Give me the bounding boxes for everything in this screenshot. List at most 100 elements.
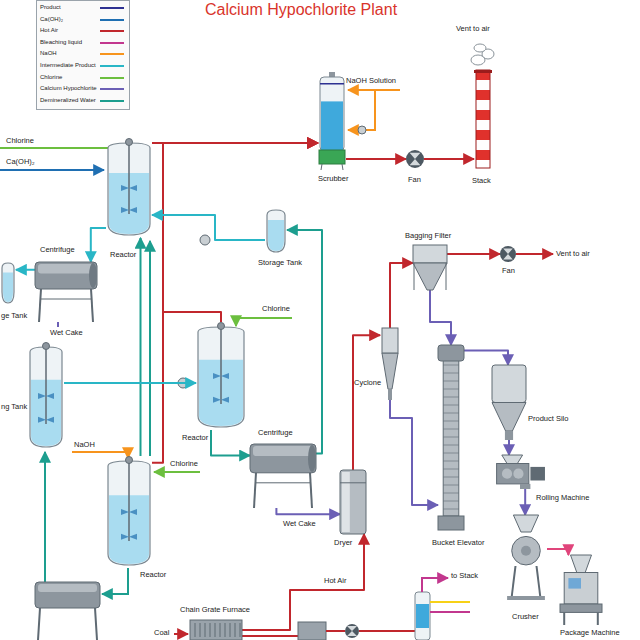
drawing-path: [410, 153, 421, 166]
centrifuge-symbol: [35, 582, 100, 640]
pipe-connector: [287, 230, 322, 454]
drawing-line: [443, 493, 459, 494]
drawing-line: [242, 635, 298, 637]
drawing-rect: [476, 100, 490, 110]
drawing-rect: [560, 604, 602, 612]
pipe-connector: [64, 382, 196, 384]
drawing-path: [213, 397, 229, 403]
drawing-path: [502, 455, 523, 464]
equipment: Cyclone: [380, 328, 400, 400]
drawing-line: [195, 623, 196, 637]
diagram-title: Calcium Hypochlorite Plant: [205, 1, 397, 19]
drawing-rect: [413, 245, 447, 263]
drawing-rect: [530, 467, 545, 481]
drawing-rect: [388, 389, 392, 400]
drawing-circle: [126, 457, 133, 464]
drawing-rect: [476, 90, 490, 100]
drawing-line: [443, 453, 459, 454]
legend-swatch: [100, 30, 124, 32]
pipe-connector: [508, 440, 510, 455]
drawing-line: [45, 346, 47, 424]
drawing-path: [109, 495, 149, 564]
equipment-label: Reactor: [182, 433, 208, 442]
drawing-line: [225, 623, 226, 637]
drawing-line: [443, 461, 459, 462]
drawing-line: [340, 482, 366, 483]
pipe-connector: [242, 534, 364, 630]
drawing-line: [44, 452, 46, 582]
drawing-line: [443, 365, 459, 366]
pipe-connector: [211, 430, 250, 456]
drawing-rect: [564, 573, 598, 605]
drawing-line: [443, 477, 459, 478]
pipe-connector: [430, 290, 451, 345]
equipment: Storage Tank: [265, 205, 287, 255]
drawing-circle: [502, 469, 512, 479]
equipment-label: Package Machine: [560, 628, 620, 637]
drawing-rect: [476, 120, 490, 130]
drawing-line: [414, 263, 415, 290]
drawing-line: [430, 601, 470, 603]
drawing-line: [443, 485, 459, 486]
drawing-circle: [500, 246, 516, 262]
drawing-rect: [415, 592, 430, 640]
drawing-line: [205, 623, 206, 637]
drawing-line: [310, 473, 312, 508]
equipment-symbol: [0, 258, 16, 306]
equipment-label: Centrifuge: [40, 245, 75, 254]
pipe-connector: [16, 269, 35, 271]
equipment-label: Vent to air: [456, 24, 490, 33]
drawing-polyline: [236, 318, 292, 326]
equipment-symbol: [406, 150, 424, 168]
pipe-connector: [152, 143, 318, 463]
drawing-polyline: [422, 578, 448, 592]
stream-label: Ca(OH)₂: [6, 157, 35, 166]
equipment: ng Tank: [28, 342, 64, 450]
drawing-line: [149, 241, 151, 456]
pipe-connector: [91, 228, 106, 262]
drawing-line: [254, 473, 256, 508]
equipment: Fan: [406, 150, 424, 168]
equipment-label: Scrubber: [318, 174, 348, 183]
drawing-line: [563, 612, 565, 625]
drawing-line: [511, 566, 515, 600]
equipment-symbol: [28, 342, 64, 450]
equipment: Crusher: [505, 515, 547, 600]
pipe-connector: [390, 263, 413, 328]
equipment: Chain Grate Furnace: [190, 620, 242, 640]
drawing-polyline: [348, 90, 375, 130]
legend-swatch: [100, 88, 124, 90]
equipment-label: Chain Grate Furnace: [180, 605, 250, 614]
stream-label: Wet Cake: [283, 519, 316, 528]
drawing-rect: [35, 582, 100, 608]
drawing-circle: [513, 469, 523, 479]
drawing-rect: [321, 101, 343, 150]
equipment-label: Fan: [502, 266, 515, 275]
equipment-label: Bagging Filter: [405, 231, 451, 240]
drawing-line: [235, 623, 236, 637]
equipment: Rolling Machine: [494, 455, 546, 489]
drawing-path: [38, 417, 54, 423]
legend-box: [36, 0, 130, 110]
drawing-line: [443, 429, 459, 430]
drawing-line: [39, 289, 41, 322]
drawing-polyline: [102, 568, 128, 594]
drawing-rect: [35, 262, 97, 289]
drawing-line: [443, 413, 459, 414]
drawing-rect: [382, 328, 398, 353]
equipment-symbol: [196, 322, 246, 430]
drawing-line: [443, 405, 459, 406]
drawing-path: [38, 393, 54, 399]
equipment: Fan: [500, 246, 516, 262]
equipment-label: Bucket Elevator: [432, 538, 485, 547]
pipe-connector: [390, 400, 438, 505]
equipment-symbol: [494, 455, 546, 489]
equipment: Package Machine: [560, 555, 602, 625]
equipment-label: Storage Tank: [258, 258, 302, 267]
drawing-path: [121, 185, 137, 191]
drawing-circle: [43, 343, 50, 350]
drawing-rect: [298, 622, 326, 640]
